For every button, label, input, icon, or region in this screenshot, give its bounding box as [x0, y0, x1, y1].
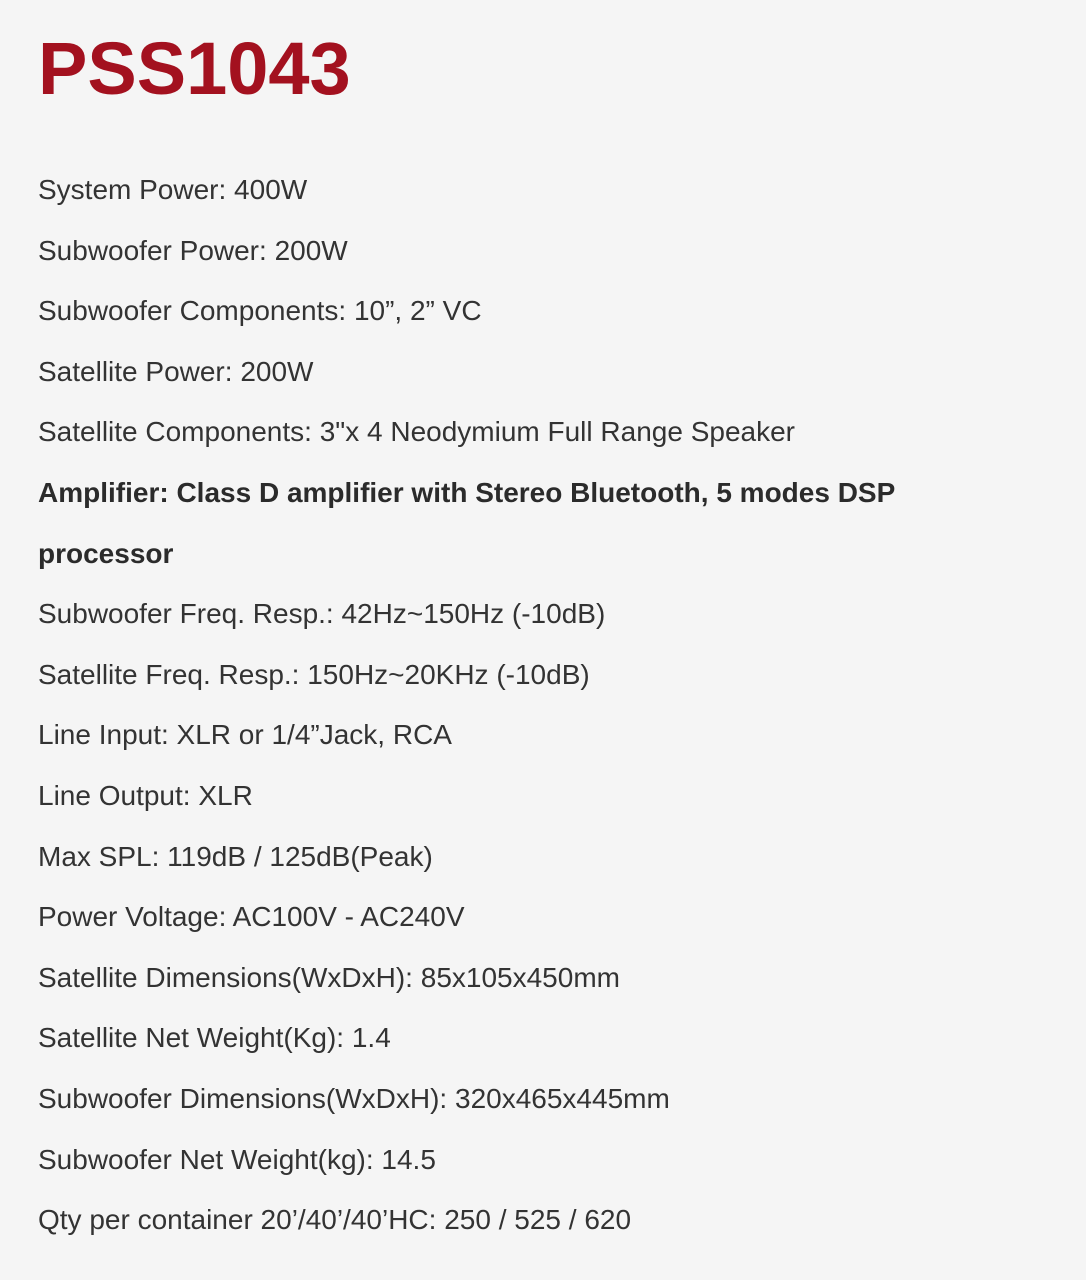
- spec-satellite-net-weight: Satellite Net Weight(Kg): 1.4: [38, 1022, 391, 1054]
- product-title: PSS1043: [38, 27, 351, 110]
- spec-max-spl: Max SPL: 119dB / 125dB(Peak): [38, 840, 433, 872]
- spec-amplifier: Amplifier: Class D amplifier with Stereo…: [38, 476, 895, 569]
- spec-qty-per-container: Qty per container 20’/40’/40’HC: 250 / 5…: [38, 1204, 632, 1236]
- spec-subwoofer-freq-resp: Subwoofer Freq. Resp.: 42Hz~150Hz (-10dB…: [38, 598, 606, 630]
- spec-satellite-freq-resp: Satellite Freq. Resp.: 150Hz~20KHz (-10d…: [38, 658, 590, 690]
- spec-system-power: System Power: 400W: [38, 174, 308, 205]
- spec-subwoofer-power: Subwoofer Power: 200W: [38, 234, 348, 266]
- spec-satellite-power: Satellite Power: 200W: [38, 355, 314, 387]
- spec-power-voltage: Power Voltage: AC100V - AC240V: [38, 901, 465, 933]
- spec-line-output: Line Output: XLR: [38, 779, 253, 811]
- spec-satellite-components: Satellite Components: 3"x 4 Neodymium Fu…: [38, 416, 795, 448]
- spec-subwoofer-dimensions: Subwoofer Dimensions(WxDxH): 320x465x445…: [38, 1082, 670, 1114]
- spec-subwoofer-components: Subwoofer Components: 10”, 2” VC: [38, 295, 482, 327]
- spec-list: System Power: 400W Subwoofer Power: 200W…: [38, 160, 1038, 1251]
- spec-satellite-dimensions: Satellite Dimensions(WxDxH): 85x105x450m…: [38, 961, 620, 993]
- spec-line-input: Line Input: XLR or 1/4”Jack, RCA: [38, 719, 452, 751]
- spec-subwoofer-net-weight: Subwoofer Net Weight(kg): 14.5: [38, 1143, 436, 1175]
